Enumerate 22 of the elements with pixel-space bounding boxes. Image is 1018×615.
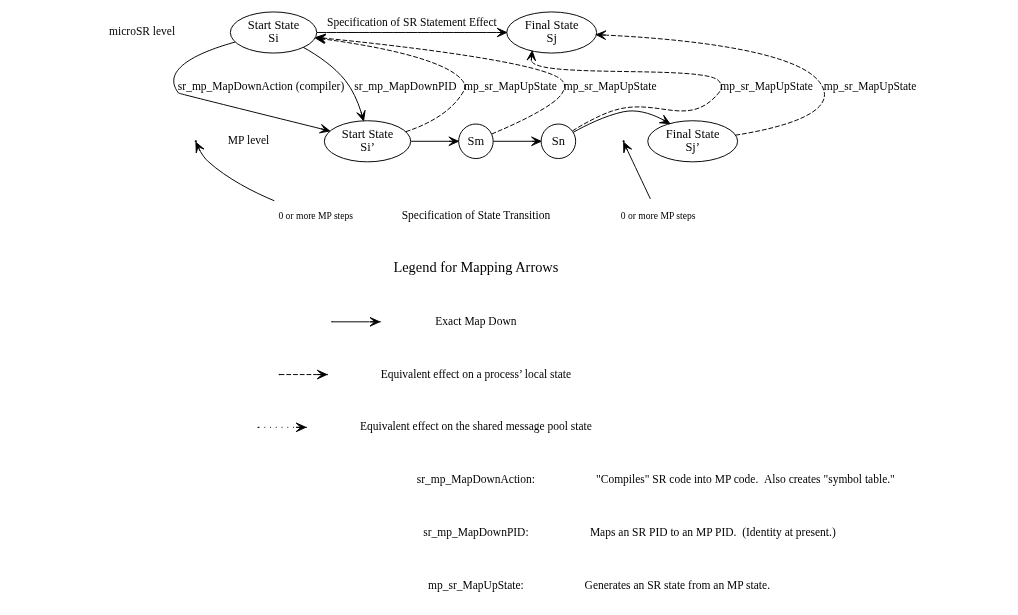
label: Generates an SR state from an MP state. <box>584 578 771 591</box>
label: sr_mp_MapDownPID: <box>423 525 529 538</box>
label: "Compiles" SR code into MP code. Also creates "symbol table." <box>596 473 895 486</box>
legend-label: Equivalent effect on the shared message pool state <box>359 420 592 433</box>
edge-label: mp_sr_MapUpState <box>464 79 557 92</box>
label: sr_mp_MapDownAction: <box>416 473 535 486</box>
edge-label: mp_sr_MapUpState <box>563 79 657 92</box>
label: mp_sr_MapUpState: <box>427 578 524 591</box>
edge-label: mp_sr_MapUpState <box>823 79 917 92</box>
edge-label: mp_sr_MapUpState <box>720 79 813 92</box>
label: microSR level <box>109 25 176 38</box>
edge-label: sr_mp_MapDownAction (compiler) <box>177 79 345 92</box>
node-text: 0 or more MP steps <box>278 209 354 221</box>
label: MP level <box>227 134 270 147</box>
label: Specification of State Transition <box>401 209 551 222</box>
label: Legend for Mapping Arrows <box>393 259 559 276</box>
node-text: 0 or more MP steps <box>620 209 696 221</box>
legend-label: Equivalent effect on a process’ local state <box>380 367 572 380</box>
label: Maps an SR PID to an MP PID. (Identity at present.) <box>589 525 836 538</box>
edge-label: Specification of SR Statement Effect <box>327 16 497 29</box>
legend-label: Exact Map Down <box>435 314 517 327</box>
edge-label: sr_mp_MapDownPID <box>354 79 457 92</box>
